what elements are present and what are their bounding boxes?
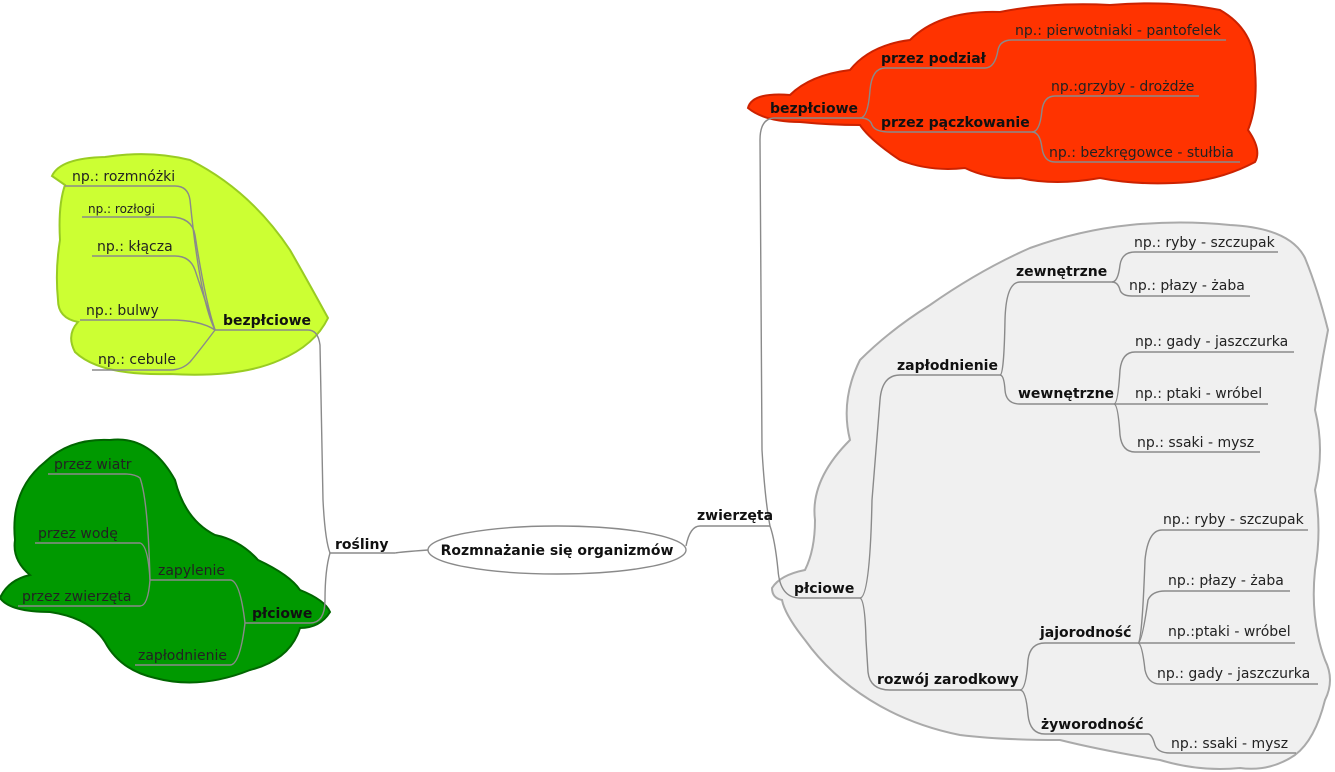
link-animals-asexual — [759, 117, 860, 527]
link-klacza — [92, 255, 216, 331]
link-grzyby — [1031, 95, 1199, 133]
link-root-animals — [685, 525, 770, 547]
link-plants-sexual — [245, 552, 331, 624]
animals-viviparity-label[interactable]: żyworodność — [1041, 717, 1144, 733]
link-int-gady — [1113, 351, 1294, 405]
plants-asexual-label[interactable]: bezpłciowe — [223, 313, 311, 329]
plants-asexual-item[interactable]: np.: rozmnóżki — [72, 169, 175, 185]
link-ext-plazy — [1111, 281, 1250, 297]
link-zwierzeta-plants — [18, 579, 151, 607]
link-rozwoj — [859, 597, 1020, 691]
cloud-plants-asexual — [50, 153, 330, 376]
animals-label[interactable]: zwierzęta — [697, 508, 773, 524]
plants-pollination-item[interactable]: przez wodę — [38, 526, 118, 542]
link-cebule — [92, 329, 216, 371]
animals-oviparity-item[interactable]: np.:ptaki - wróbel — [1168, 624, 1291, 640]
plants-label[interactable]: rośliny — [335, 537, 389, 553]
link-zyworodnosc — [1019, 689, 1148, 735]
link-wiatr — [48, 473, 151, 581]
link-plants-asexual — [215, 329, 331, 554]
animals-internal-item[interactable]: np.: gady - jaszczurka — [1135, 334, 1288, 350]
animals-budding-item[interactable]: np.:grzyby - drożdże — [1051, 79, 1194, 95]
link-podzial — [859, 67, 985, 119]
plants-pollination-item[interactable]: przez zwierzęta — [22, 589, 132, 605]
link-stulbia — [1031, 131, 1240, 163]
cloud-animals-asexual — [746, 2, 1259, 185]
link-rozlogi — [82, 216, 216, 331]
link-ext-ryby — [1111, 251, 1278, 283]
animals-asexual-label[interactable]: bezpłciowe — [770, 101, 858, 117]
plants-asexual-item[interactable]: np.: kłącza — [97, 239, 173, 255]
plants-asexual-item[interactable]: np.: rozłogi — [88, 202, 155, 216]
animals-oviparity-label[interactable]: jajorodność — [1039, 625, 1131, 641]
link-int-ssaki — [1113, 403, 1260, 453]
link-bulwy — [80, 319, 216, 331]
animals-fertilization-label[interactable]: zapłodnienie — [897, 358, 998, 374]
animals-internal-item[interactable]: np.: ssaki - mysz — [1137, 435, 1254, 451]
link-jaj-plazy — [1137, 590, 1290, 644]
link-wewnetrzne — [999, 374, 1114, 405]
plants-fertilization-label[interactable]: zapłodnienie — [138, 648, 227, 664]
link-zyw-ssaki — [1147, 733, 1296, 754]
animals-sexual-label[interactable]: płciowe — [794, 581, 854, 597]
animals-division-item[interactable]: np.: pierwotniaki - pantofelek — [1015, 23, 1222, 39]
plants-pollination-label[interactable]: zapylenie — [158, 563, 225, 579]
link-jaj-ryby — [1137, 529, 1308, 644]
link-paczkowanie — [859, 117, 1032, 133]
animals-external-label[interactable]: zewnętrzne — [1016, 264, 1107, 280]
animals-division-label[interactable]: przez podział — [881, 51, 987, 67]
animals-oviparity-item[interactable]: np.: gady - jaszczurka — [1157, 666, 1310, 682]
animals-development-label[interactable]: rozwój zarodkowy — [877, 672, 1019, 688]
plants-pollination-item[interactable]: przez wiatr — [54, 457, 132, 473]
animals-internal-label[interactable]: wewnętrzne — [1018, 386, 1114, 402]
link-root-plants — [330, 549, 429, 554]
root-node[interactable] — [427, 525, 687, 575]
plants-sexual-label[interactable]: płciowe — [252, 606, 312, 622]
link-zaplodnienie-animals — [859, 374, 1000, 599]
link-zapylenie — [150, 579, 246, 624]
animals-external-item[interactable]: np.: płazy - żaba — [1129, 278, 1245, 294]
plants-asexual-item[interactable]: np.: cebule — [98, 352, 176, 368]
link-wode — [35, 542, 151, 581]
cloud-animals-sexual — [770, 221, 1331, 770]
link-jaj-gady — [1137, 642, 1318, 685]
link-jajorodnosc — [1019, 642, 1138, 691]
animals-oviparity-item[interactable]: np.: płazy - żaba — [1168, 573, 1284, 589]
root-label: Rozmnażanie się organizmów — [441, 543, 674, 559]
animals-internal-item[interactable]: np.: ptaki - wróbel — [1135, 386, 1262, 402]
animals-external-item[interactable]: np.: ryby - szczupak — [1134, 235, 1276, 251]
cloud-plants-sexual — [0, 438, 332, 684]
link-zapladnianie-plants — [135, 622, 246, 666]
animals-budding-label[interactable]: przez pączkowanie — [881, 115, 1030, 131]
plants-asexual-item[interactable]: np.: bulwy — [86, 303, 159, 319]
link-pierwotniaki — [984, 39, 1226, 69]
animals-viviparity-item[interactable]: np.: ssaki - mysz — [1171, 736, 1288, 752]
link-animals-sexual — [769, 525, 860, 599]
animals-budding-item[interactable]: np.: bezkręgowce - stułbia — [1049, 145, 1234, 161]
animals-oviparity-item[interactable]: np.: ryby - szczupak — [1163, 512, 1305, 528]
link-zewnetrzne — [999, 281, 1112, 376]
